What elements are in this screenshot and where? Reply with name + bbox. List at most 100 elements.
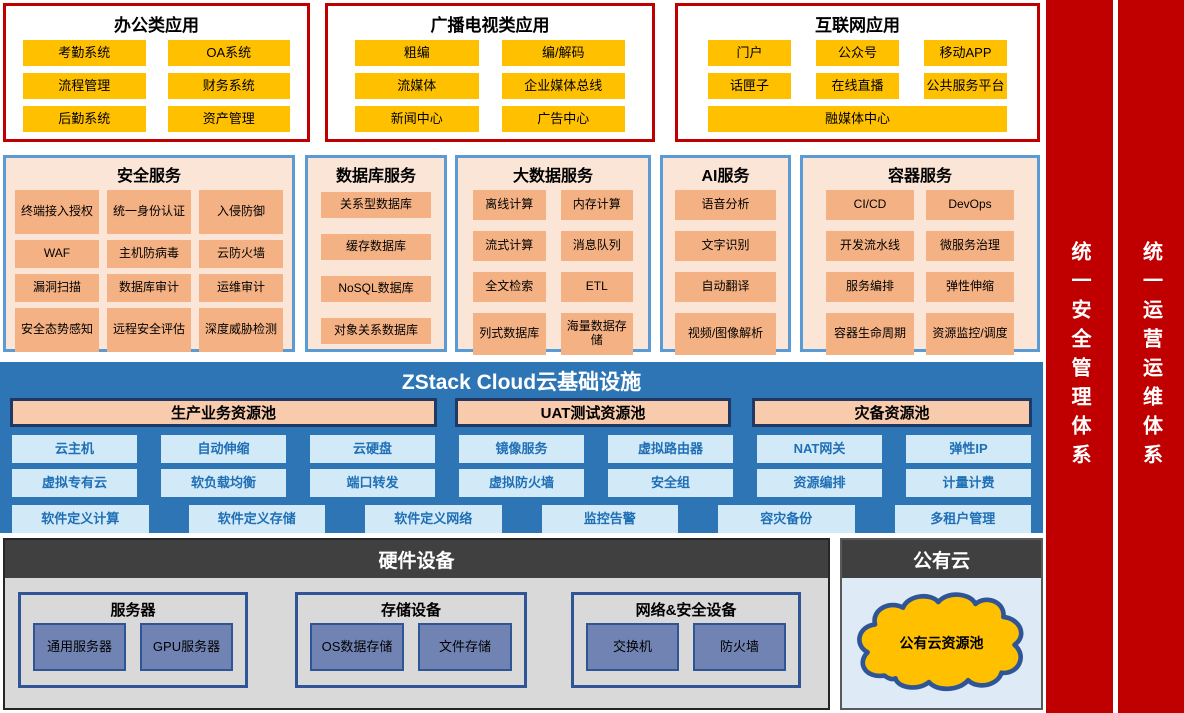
broadcast-app-item: 企业媒体总线 xyxy=(501,73,625,99)
zstack-feature-item: 安全组 xyxy=(608,469,733,497)
container-service-item: 开发流水线 xyxy=(826,231,914,261)
container-service-item: 弹性伸缩 xyxy=(926,272,1014,302)
unified-operations-maintenance-bar: 统一运营运维体系 xyxy=(1118,0,1184,713)
database-service-item: NoSQL数据库 xyxy=(321,276,431,302)
security-service-item: 终端接入授权 xyxy=(15,190,99,234)
security-service-item: 数据库审计 xyxy=(107,274,191,302)
container-services-title: 容器服务 xyxy=(887,168,952,185)
database-service-item: 关系型数据库 xyxy=(321,192,431,218)
container-service-item: 微服务治理 xyxy=(926,231,1014,261)
uat-pool-header: UAT测试资源池 xyxy=(455,398,731,427)
public-cloud-pool-label: 公有云资源池 xyxy=(899,635,984,651)
zstack-feature-item: 计量计费 xyxy=(906,469,1031,497)
zstack-feature-item: 资源编排 xyxy=(757,469,882,497)
unified-security-management-bar: 统一安全管理体系 xyxy=(1046,0,1113,713)
zstack-feature-item: 云主机 xyxy=(12,435,137,463)
public-cloud-section: 公有云 公有云资源池 xyxy=(840,538,1043,710)
database-service-item: 缓存数据库 xyxy=(321,234,431,260)
ai-service-item: 语音分析 xyxy=(675,190,776,220)
resource-pools-row: 生产业务资源池 UAT测试资源池 灾备资源池 xyxy=(0,398,1043,427)
broadcast-app-item: 粗编 xyxy=(355,40,479,66)
network-security-group: 网络&安全设备 交换机防火墙 xyxy=(571,592,801,688)
ai-services-title: AI服务 xyxy=(701,168,750,185)
storage-group-title: 存储设备 xyxy=(380,601,441,619)
office-app-item: 流程管理 xyxy=(23,73,146,99)
ai-service-item: 文字识别 xyxy=(675,231,776,261)
zstack-feature-item: 虚拟专有云 xyxy=(12,469,137,497)
container-service-item: DevOps xyxy=(926,190,1014,220)
hardware-item: 通用服务器 xyxy=(33,623,126,671)
ai-services-grid: 语音分析文字识别自动翻译视频/图像解析 xyxy=(663,190,788,355)
network-security-group-grid: 交换机防火墙 xyxy=(574,623,798,671)
disaster-recovery-pool-header: 灾备资源池 xyxy=(752,398,1032,427)
security-service-item: 安全态势感知 xyxy=(15,308,99,352)
office-app-item: 后勤系统 xyxy=(23,106,146,132)
office-apps-title: 办公类应用 xyxy=(114,15,199,35)
security-service-item: 运维审计 xyxy=(199,274,283,302)
security-service-item: WAF xyxy=(15,240,99,268)
bigdata-service-item: ETL xyxy=(560,272,633,302)
broadcast-app-item: 编/解码 xyxy=(501,40,625,66)
broadcast-app-item: 流媒体 xyxy=(355,73,479,99)
zstack-feature-item: 软件定义计算 xyxy=(12,505,149,533)
zstack-cloud-section: ZStack Cloud云基础设施 生产业务资源池 UAT测试资源池 灾备资源池… xyxy=(0,362,1043,533)
security-service-item: 深度威胁检测 xyxy=(199,308,283,352)
bigdata-service-item: 流式计算 xyxy=(473,231,546,261)
hardware-item: 文件存储 xyxy=(418,623,512,671)
security-service-item: 主机防病毒 xyxy=(107,240,191,268)
bigdata-service-item: 海量数据存储 xyxy=(560,313,633,355)
network-security-group-title: 网络&安全设备 xyxy=(635,601,737,619)
zstack-feature-item: 软件定义网络 xyxy=(365,505,502,533)
container-service-item: 资源监控/调度 xyxy=(926,313,1014,355)
broadcast-app-item: 新闻中心 xyxy=(355,106,479,132)
storage-group: 存储设备 OS数据存储文件存储 xyxy=(295,592,527,688)
hardware-title: 硬件设备 xyxy=(5,540,828,578)
zstack-feature-item: 弹性IP xyxy=(906,435,1031,463)
broadcast-apps-grid: 粗编编/解码流媒体企业媒体总线新闻中心广告中心 xyxy=(328,40,652,132)
bigdata-services-title: 大数据服务 xyxy=(512,168,593,185)
database-services-title: 数据库服务 xyxy=(335,168,416,185)
bigdata-service-item: 离线计算 xyxy=(473,190,546,220)
servers-group-title: 服务器 xyxy=(110,601,156,619)
office-app-item: 考勤系统 xyxy=(23,40,146,66)
zstack-feature-item: 虚拟路由器 xyxy=(608,435,733,463)
container-service-item: 服务编排 xyxy=(826,272,914,302)
hardware-item: 防火墙 xyxy=(693,623,786,671)
hardware-item: OS数据存储 xyxy=(310,623,404,671)
zstack-feature-item: 端口转发 xyxy=(310,469,435,497)
zstack-feature-item: 软件定义存储 xyxy=(188,505,325,533)
ai-services-panel: AI服务 语音分析文字识别自动翻译视频/图像解析 xyxy=(660,155,791,355)
security-service-item: 云防火墙 xyxy=(199,240,283,268)
internet-app-item: 话匣子 xyxy=(708,73,791,99)
zstack-feature-item: 镜像服务 xyxy=(459,435,584,463)
security-service-item: 漏洞扫描 xyxy=(15,274,99,302)
public-cloud-body: 公有云资源池 xyxy=(842,578,1041,708)
internet-app-item: 公共服务平台 xyxy=(924,73,1007,99)
security-services-title: 安全服务 xyxy=(116,168,181,185)
broadcast-apps-title: 广播电视类应用 xyxy=(430,15,550,35)
database-service-item: 对象关系数据库 xyxy=(321,318,431,344)
bigdata-service-item: 消息队列 xyxy=(560,231,633,261)
security-service-item: 统一身份认证 xyxy=(107,190,191,234)
internet-app-item: 融媒体中心 xyxy=(708,106,1007,132)
unified-operations-maintenance-label: 统一运营运维体系 xyxy=(1139,240,1162,473)
internet-apps-title: 互联网应用 xyxy=(815,15,900,35)
zstack-feature-item: 自动伸缩 xyxy=(161,435,286,463)
zstack-feature-row: 软件定义计算软件定义存储软件定义网络监控告警容灾备份多租户管理 xyxy=(12,505,1031,533)
public-cloud-title: 公有云 xyxy=(842,540,1041,578)
zstack-feature-item: 监控告警 xyxy=(541,505,678,533)
internet-app-item: 门户 xyxy=(708,40,791,66)
